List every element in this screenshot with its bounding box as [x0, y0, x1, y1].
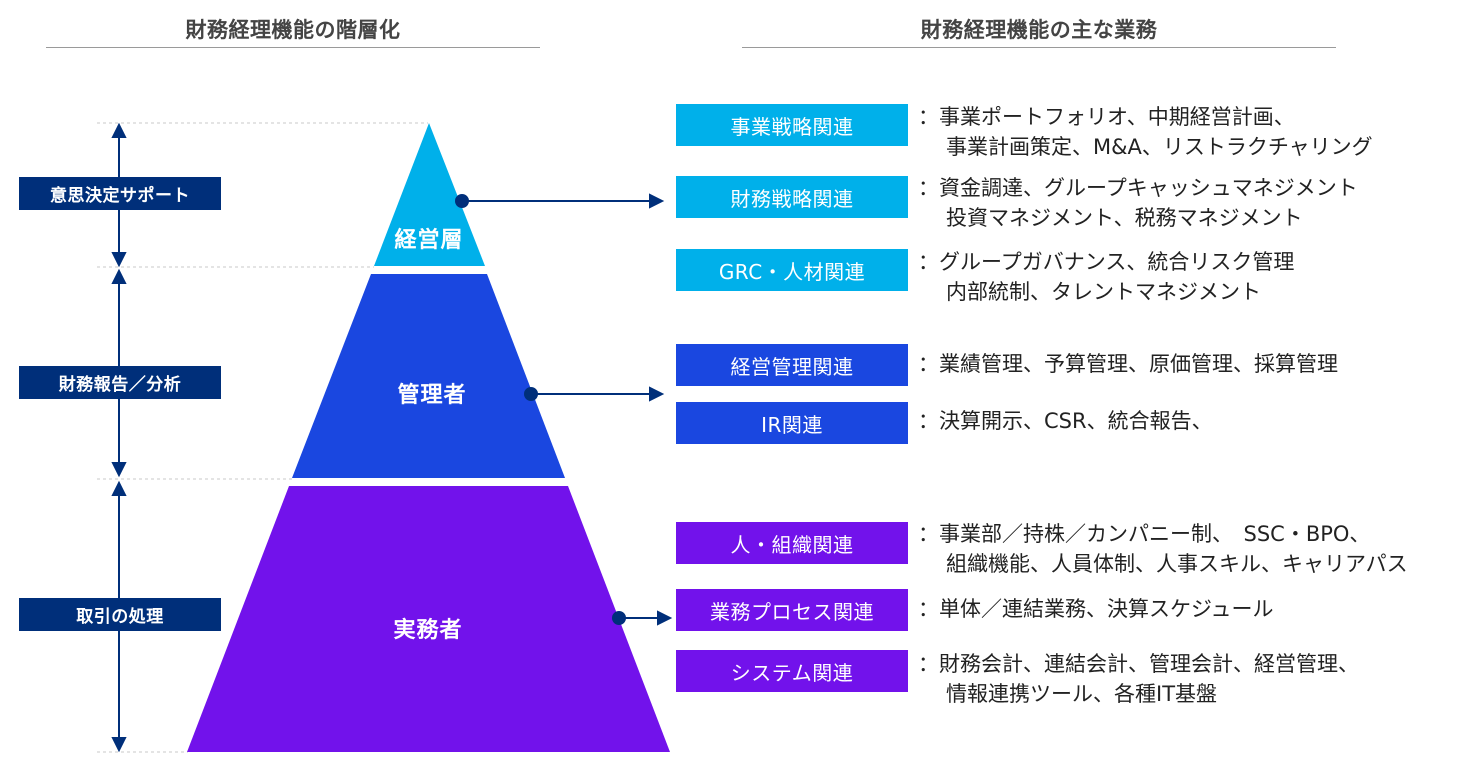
side-label-transaction-processing: 取引の処理 [19, 598, 221, 631]
category-ir: IR関連 [676, 402, 908, 444]
tier-label-operational: 実務者 [393, 618, 463, 643]
right-heading-rule [742, 47, 1336, 48]
category-people-org: 人・組織関連 [676, 522, 908, 564]
desc-line-2: 内部統制、タレントマネジメント [946, 280, 1261, 304]
desc-business-strategy: ：事業ポートフォリオ、中期経営計画、 事業計画策定、M&A、リストラクチャリング [918, 102, 1373, 162]
desc-grc-hr: ：グループガバナンス、統合リスク管理 内部統制、タレントマネジメント [918, 247, 1294, 307]
desc-ir: ：決算開示、CSR、統合報告、 [918, 406, 1213, 436]
left-heading-rule [46, 47, 540, 48]
right-heading: 財務経理機能の主な業務 [920, 18, 1158, 42]
category-business-process: 業務プロセス関連 [676, 589, 908, 631]
category-business-strategy: 事業戦略関連 [676, 104, 908, 146]
desc-financial-strategy: ：資金調達、グループキャッシュマネジメント 投資マネジメント、税務マネジメント [918, 173, 1358, 233]
desc-line-1: ：事業部／持株／カンパニー制、 SSC・BPO、 [918, 522, 1371, 546]
desc-line-1: ：事業ポートフォリオ、中期経営計画、 [918, 105, 1295, 129]
tier-executive-shape [374, 123, 485, 266]
side-label-financial-reporting: 財務報告／分析 [19, 366, 221, 399]
tier-manager-shape [292, 274, 565, 478]
desc-system: ：財務会計、連結会計、管理会計、経営管理、 情報連携ツール、各種IT基盤 [918, 649, 1359, 709]
desc-line-1: ：資金調達、グループキャッシュマネジメント [918, 176, 1358, 200]
desc-line-2: 組織機能、人員体制、人事スキル、キャリアパス [946, 552, 1408, 576]
desc-line-1: ：財務会計、連結会計、管理会計、経営管理、 [918, 652, 1359, 676]
tier-label-executive: 経営層 [394, 228, 464, 253]
category-financial-strategy: 財務戦略関連 [676, 176, 908, 218]
category-system: システム関連 [676, 650, 908, 692]
category-management: 経営管理関連 [676, 344, 908, 386]
desc-line-2: 投資マネジメント、税務マネジメント [946, 206, 1303, 230]
side-label-decision-support: 意思決定サポート [19, 177, 221, 210]
desc-people-org: ：事業部／持株／カンパニー制、 SSC・BPO、 組織機能、人員体制、人事スキル… [918, 519, 1408, 579]
desc-business-process: ：単体／連結業務、決算スケジュール [918, 594, 1274, 624]
desc-line-2: 事業計画策定、M&A、リストラクチャリング [946, 135, 1373, 159]
desc-line-1: ：単体／連結業務、決算スケジュール [918, 597, 1274, 621]
desc-line-1: ：グループガバナンス、統合リスク管理 [918, 250, 1295, 274]
desc-line-2: 情報連携ツール、各種IT基盤 [946, 682, 1218, 706]
tier-label-manager: 管理者 [397, 383, 467, 408]
desc-line-1: ：業績管理、予算管理、原価管理、採算管理 [918, 352, 1338, 376]
desc-line-1: ：決算開示、CSR、統合報告、 [918, 409, 1213, 433]
desc-management: ：業績管理、予算管理、原価管理、採算管理 [918, 349, 1338, 379]
category-grc-hr: GRC・人材関連 [676, 249, 908, 291]
tier-operational-shape [187, 486, 670, 752]
left-heading: 財務経理機能の階層化 [185, 18, 401, 42]
